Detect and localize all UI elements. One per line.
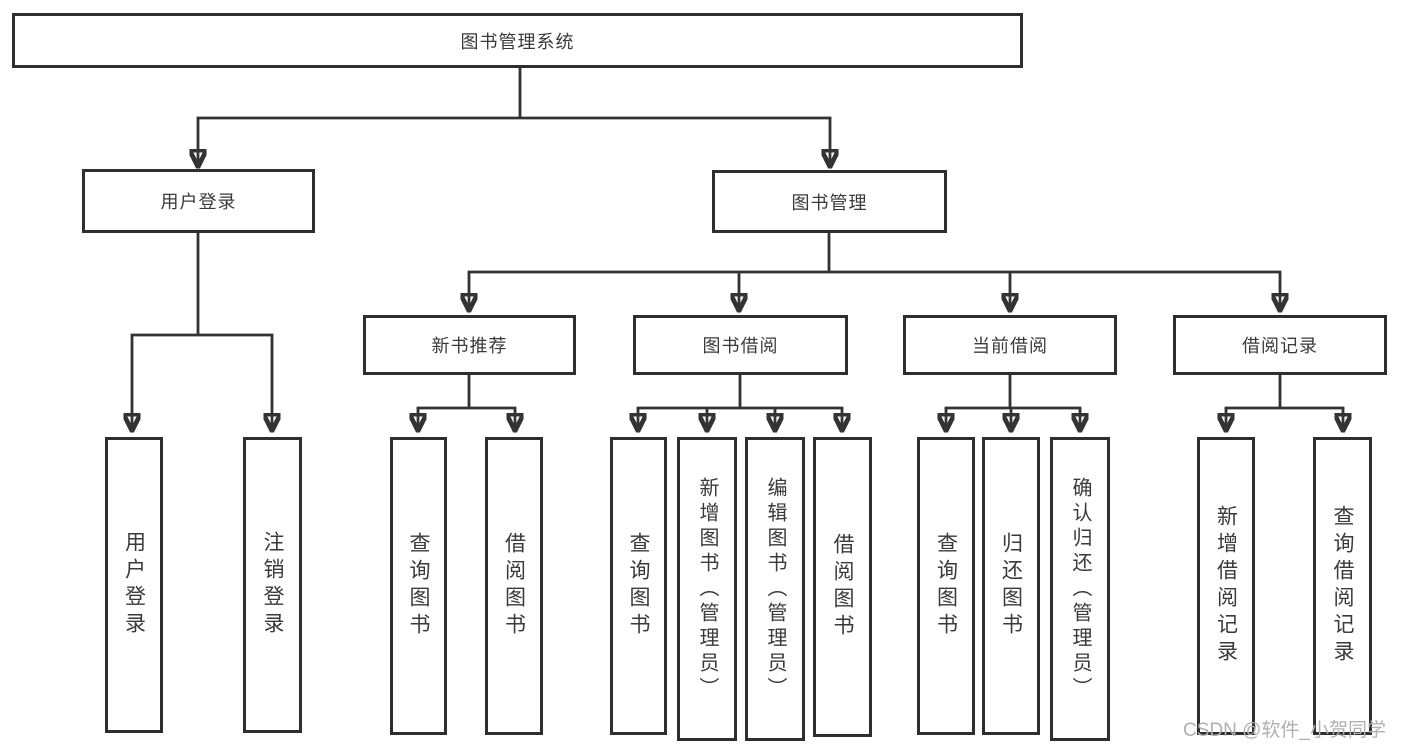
leaf-logout-label: 注销登录 [261, 531, 284, 639]
leaf-add-book-admin: 新增图书（管理员） [677, 437, 737, 741]
leaf-query-borrow-record: 查询借阅记录 [1313, 437, 1372, 735]
connectors-current-borrowing [944, 373, 1082, 431]
node-book-borrowing: 图书借阅 [633, 315, 848, 375]
leaf-add-borrow-record: 新增借阅记录 [1197, 437, 1255, 735]
leaf-recommend-borrow-books-label: 借阅图书 [502, 532, 526, 640]
leaf-recommend-borrow-books: 借阅图书 [485, 437, 543, 735]
leaf-confirm-return-admin: 确认归还（管理员） [1050, 437, 1110, 741]
node-current-borrowing: 当前借阅 [903, 315, 1117, 375]
leaf-current-query-books-label: 查询图书 [934, 532, 958, 640]
root-stem-line [196, 66, 832, 120]
leaf-recommend-query-books: 查询图书 [390, 437, 447, 735]
node-borrow-records: 借阅记录 [1173, 315, 1387, 375]
leaf-borrowing-query-books-label: 查询图书 [627, 532, 650, 640]
new-book-stem-line [416, 373, 517, 410]
leaf-current-query-books: 查询图书 [917, 437, 975, 735]
leaf-confirm-return-admin-label: 确认归还（管理员） [1069, 476, 1091, 702]
csdn-watermark: CSDN @软件_小贺同学 [1183, 720, 1386, 741]
node-book-management: 图书管理 [712, 170, 947, 233]
leaf-add-book-admin-label: 新增图书（管理员） [696, 476, 718, 702]
node-user-login: 用户登录 [82, 169, 315, 233]
leaf-user-login-label: 用户登录 [122, 531, 146, 639]
leaf-logout: 注销登录 [243, 437, 302, 733]
connectors-book-management [467, 231, 1282, 311]
book-management-stem-line [467, 231, 1282, 274]
borrow-records-stem-line [1224, 373, 1345, 410]
leaf-return-books: 归还图书 [982, 437, 1040, 735]
connectors-borrow-records [1224, 373, 1345, 431]
connectors-root [196, 66, 832, 167]
connectors-new-book-recommend [416, 373, 517, 431]
leaf-query-borrow-record-label: 查询借阅记录 [1331, 505, 1354, 667]
leaf-borrowing-borrow-books: 借阅图书 [813, 437, 872, 737]
leaf-add-borrow-record-label: 新增借阅记录 [1214, 505, 1238, 667]
leaf-return-books-label: 归还图书 [999, 532, 1023, 640]
connectors-user-login [130, 231, 274, 431]
leaf-borrowing-query-books: 查询图书 [610, 437, 667, 735]
leaf-borrowing-borrow-books-label: 借阅图书 [831, 533, 854, 641]
leaf-user-login: 用户登录 [105, 437, 163, 733]
node-root: 图书管理系统 [12, 13, 1023, 68]
leaf-edit-book-admin: 编辑图书（管理员） [745, 437, 805, 741]
leaf-edit-book-admin-label: 编辑图书（管理员） [764, 476, 786, 702]
user-login-stem-line [130, 231, 274, 337]
current-borrowing-stem-line [944, 373, 1082, 410]
book-borrowing-stem-line [636, 373, 844, 410]
leaf-recommend-query-books-label: 查询图书 [407, 532, 430, 640]
node-new-book-recommend: 新书推荐 [363, 315, 576, 375]
connectors-book-borrowing [636, 373, 844, 431]
